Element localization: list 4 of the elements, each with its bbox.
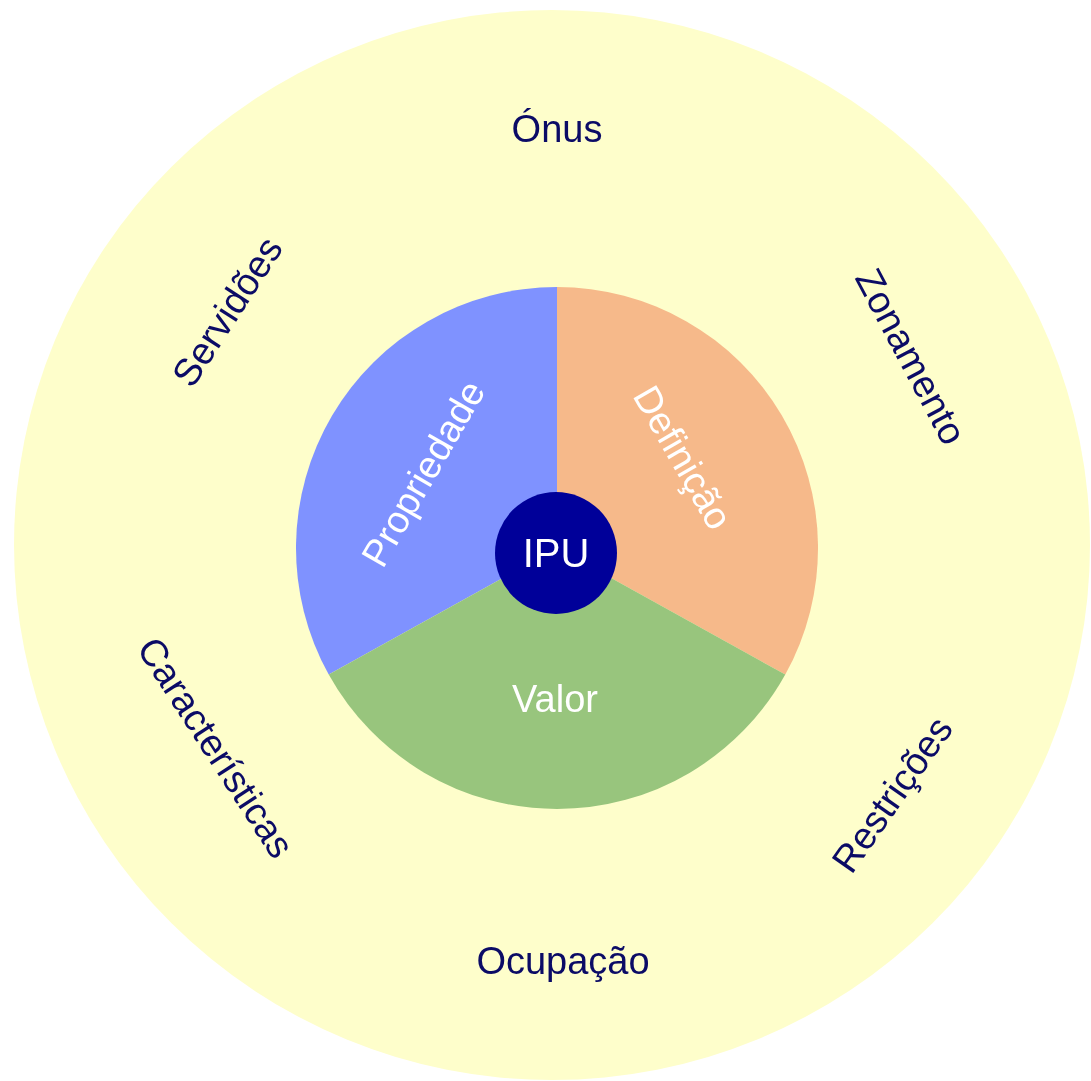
sector-label: Valor [512,679,598,721]
center-label: IPU [522,531,590,575]
ring-label: Ónus [511,109,603,151]
ring-label: Ocupação [476,941,650,983]
